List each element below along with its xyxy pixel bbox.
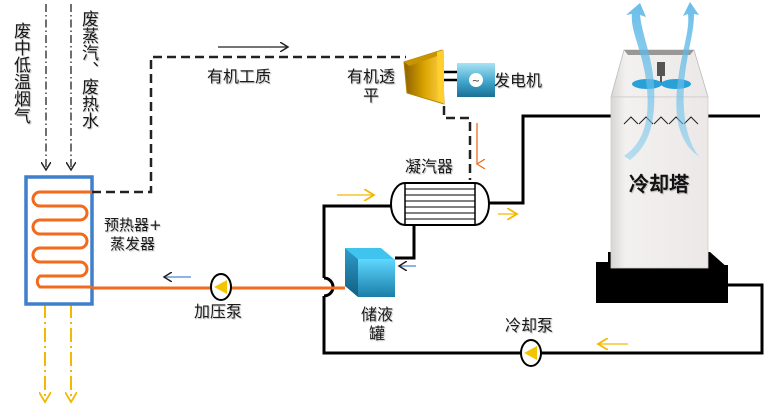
label-waste-flue-gas: 废中低温烟气 (10, 22, 30, 124)
exhaust-line-to-condenser (442, 106, 472, 180)
generator-icon: ~ (457, 63, 495, 97)
airflow-arrow-right (676, 2, 702, 160)
label-preheater-evaporator-line1: 预热器+ (104, 216, 162, 234)
label-preheater-evaporator: 预热器+ 蒸发器 (104, 216, 162, 254)
label-organic-turbine: 有机透 平 (340, 67, 402, 105)
label-liquid-tank: 储液 罐 (352, 305, 402, 343)
cooling-water-to-condenser (322, 204, 391, 278)
label-cooling-pump: 冷却泵 (505, 316, 554, 335)
label-preheater-evaporator-line2: 蒸发器 (110, 235, 156, 253)
pump-icon (210, 273, 232, 301)
condensate-line (395, 225, 416, 260)
label-organic-working-fluid: 有机工质 (207, 67, 272, 86)
label-booster-pump: 加压泵 (194, 302, 243, 321)
sprinkler-heads (623, 116, 699, 125)
condenser-icon (390, 182, 490, 226)
turbine-icon (403, 49, 445, 105)
heat-exchanger-coil (31, 190, 92, 289)
vapor-line-to-turbine (92, 55, 406, 194)
airflow-arrow-left (624, 3, 655, 160)
cooling-tower-icon (583, 2, 728, 303)
tank-icon (345, 248, 395, 297)
preheater-evaporator-box (24, 175, 94, 306)
cooling-water-return (322, 283, 764, 355)
label-organic-turbine-line1: 有机透 (346, 67, 395, 86)
label-liquid-tank-line2: 罐 (368, 324, 385, 343)
waste-output-lines (45, 304, 71, 402)
label-cooling-tower: 冷却塔 (629, 172, 689, 196)
fan-motor (657, 62, 665, 76)
label-waste-steam-water: 废蒸汽、废热水 (78, 10, 98, 129)
waste-input-lines (46, 4, 71, 170)
label-liquid-tank-line1: 储液 (360, 305, 393, 324)
label-organic-turbine-line2: 平 (362, 86, 379, 105)
fan-icon (661, 79, 691, 89)
pump-icon (520, 339, 542, 367)
label-condenser: 凝汽器 (405, 157, 454, 176)
label-generator: 发电机 (494, 71, 543, 90)
generator-symbol: ~ (472, 76, 480, 87)
